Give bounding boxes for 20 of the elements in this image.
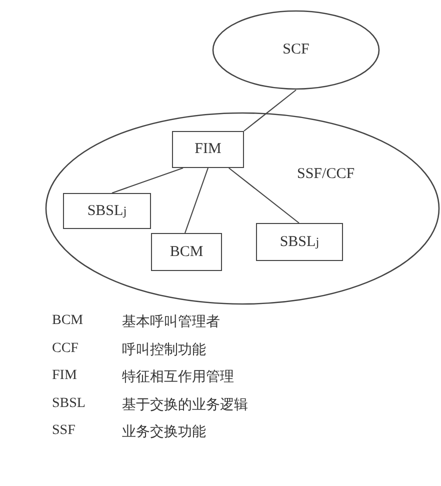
abbreviation-text: FIM	[52, 368, 77, 384]
process-box: BCM	[151, 233, 222, 271]
ellipse-label: SSF/CCF	[297, 166, 355, 183]
abbreviation-text: SSF	[52, 423, 76, 439]
definition-text: 呼叫控制功能	[122, 342, 206, 358]
definition-text: 业务交换功能	[122, 423, 206, 441]
definition-text: 基于交换的业务逻辑	[122, 396, 248, 414]
connector-line	[244, 90, 296, 132]
abbreviation-text: CCF	[52, 340, 78, 356]
definition-text: 特征相互作用管理	[122, 368, 234, 386]
ellipse	[212, 10, 380, 90]
ellipse	[45, 112, 440, 305]
abbreviation-text: SBSL	[52, 396, 86, 412]
definition-text: 基本呼叫管理者	[122, 314, 220, 331]
process-box: FIM	[172, 131, 244, 168]
abbreviation-text: BCM	[52, 313, 84, 329]
connector-line	[184, 168, 209, 234]
ellipse-label: SCF	[282, 42, 310, 58]
connector-line	[112, 167, 184, 194]
connector-line	[228, 168, 300, 224]
